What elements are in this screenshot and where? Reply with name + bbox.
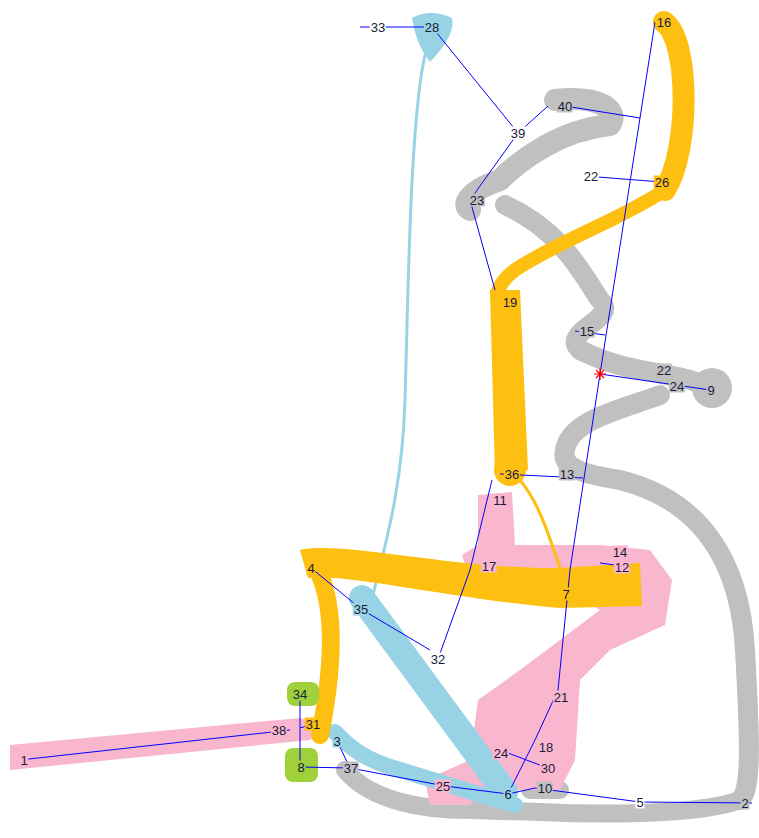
point-label: 22 [583,170,599,183]
point-label: 9 [706,384,715,397]
point-label: 33 [370,21,386,34]
blue-region [335,55,515,805]
marker-star [594,368,606,380]
point-label: 21 [553,691,569,704]
point-label: 30 [540,762,556,775]
point-label: 39 [510,127,526,140]
point-label: 25 [435,780,451,793]
grey-region [345,99,749,814]
point-label: 4 [306,562,315,575]
point-label: 24 [669,380,685,393]
point-label: 31 [305,718,321,731]
point-label: 19 [502,296,518,309]
green-region [287,682,319,706]
network-line [20,22,752,803]
point-label: 11 [492,494,508,507]
point-label: 17 [481,560,497,573]
point-label: 8 [296,761,305,774]
point-label: 24 [493,747,509,760]
point-label: 5 [635,796,644,809]
point-label: 7 [561,588,570,601]
gold-region [300,548,642,608]
pink-region [10,718,325,770]
point-label: 1 [19,754,28,767]
point-label: 6 [503,788,512,801]
point-label: 13 [559,468,575,481]
point-label: 35 [353,603,369,616]
blue-region [412,13,453,62]
point-label: 38 [271,724,287,737]
gold-region [494,454,526,486]
point-label: 15 [579,325,595,338]
point-label: 10 [537,782,553,795]
point-label: 36 [504,468,520,481]
point-label: 12 [614,561,630,574]
point-label: 34 [292,688,308,701]
gold-region [490,290,528,475]
green-region [285,748,318,782]
point-label: 3 [332,735,341,748]
point-label: 37 [343,762,359,775]
point-label: 32 [430,653,446,666]
point-label: 40 [557,100,573,113]
point-label: 23 [469,194,485,207]
point-label: 22 [656,364,672,377]
point-label: 26 [654,176,670,189]
point-label: 2 [740,797,749,810]
point-label: 28 [424,21,440,34]
point-label: 16 [656,16,672,29]
point-label: 14 [612,546,628,559]
point-label: 18 [538,741,554,754]
